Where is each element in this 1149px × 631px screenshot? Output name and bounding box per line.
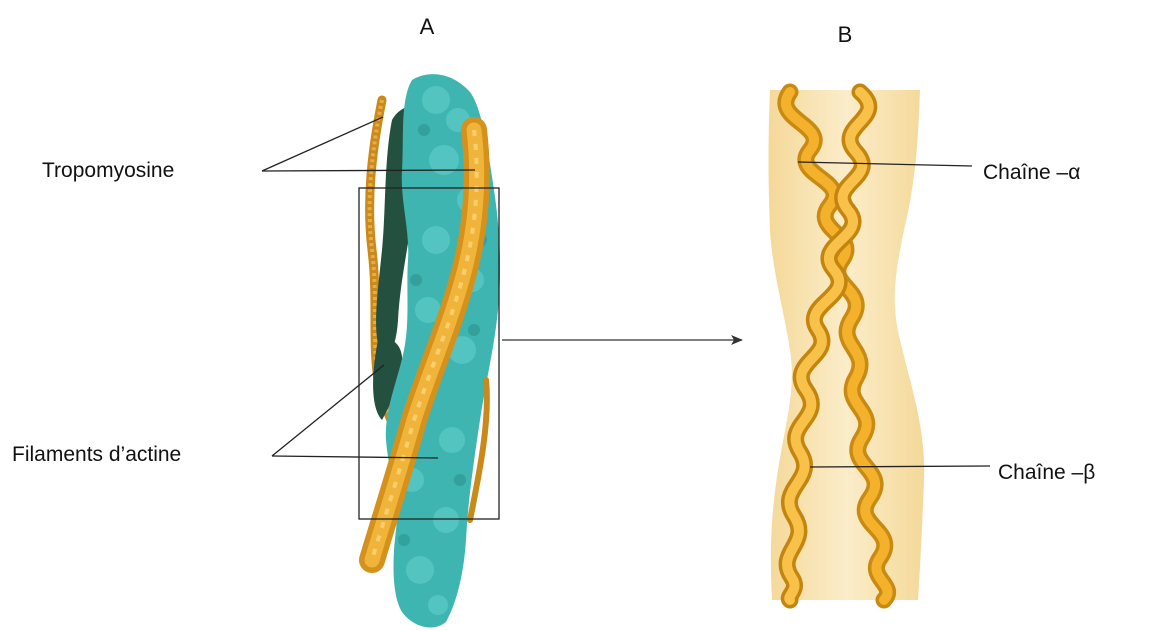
panel-b-coiled-coil [769,90,925,600]
leader-tropomyosin-upper [262,117,383,171]
label-chain-beta: Chaîne –β [998,461,1095,484]
label-tropomyosin: Tropomyosine [42,159,174,182]
label-chain-alpha: Chaîne –α [983,161,1080,184]
label-actin-filaments: Filaments d’actine [12,443,181,466]
panel-b-letter: B [838,22,853,47]
leader-actin-upper [272,365,384,456]
panel-a-structure [370,74,500,627]
panel-a-letter: A [420,14,435,39]
